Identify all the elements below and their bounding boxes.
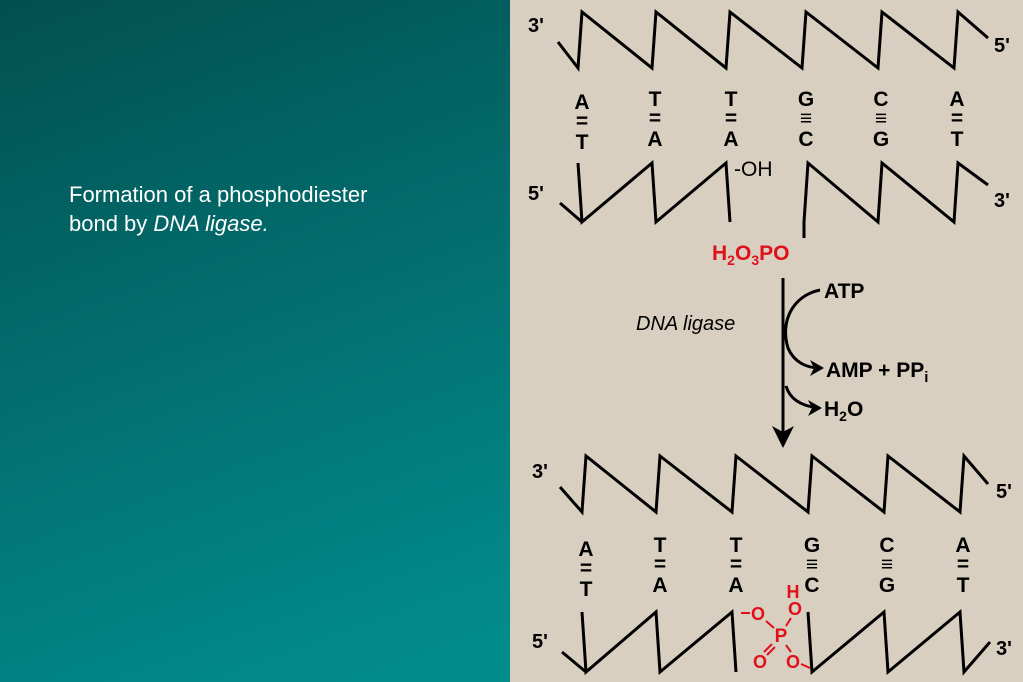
bottom-base-lower-5: G	[879, 574, 895, 597]
top-base-upper-1: A	[574, 91, 589, 114]
product-ppi-sub: i	[924, 369, 928, 386]
top-bond-5: ≡	[875, 107, 887, 130]
caption: Formation of a phosphodiester bond by DN…	[69, 180, 469, 238]
bottom-upper-strand	[558, 452, 990, 516]
reaction-arrowhead	[772, 426, 794, 448]
product-water-o: O	[847, 398, 863, 421]
product-amp-ppi-main: AMP + PP	[826, 359, 924, 382]
linkage-phosphorus: P	[775, 626, 788, 647]
bottom-label-3prime-right: 3'	[996, 638, 1012, 660]
bottom-lower-strand-right	[806, 608, 992, 676]
linkage-double-bond-a	[763, 643, 773, 653]
linkage-bond-p-o	[785, 644, 792, 653]
top-label-5prime-right: 5'	[994, 35, 1010, 57]
bottom-bond-1: =	[580, 557, 592, 580]
bottom-label-5prime-right: 5'	[996, 481, 1012, 503]
top-base-upper-2: T	[649, 88, 662, 111]
product-water: H2O	[824, 398, 863, 424]
phosphate-po: PO	[759, 242, 789, 265]
linkage-oxygen-top: O	[788, 599, 802, 619]
top-lower-strand-left	[576, 159, 732, 226]
bottom-lower-strand-5end	[561, 650, 587, 674]
top-label-5prime-left: 5'	[528, 183, 544, 205]
bottom-base-lower-3: A	[728, 574, 743, 597]
caption-enzyme-name: DNA ligase.	[153, 211, 269, 236]
product-amp-ppi: AMP + PPi	[826, 359, 928, 386]
top-bond-3: =	[725, 107, 737, 130]
bottom-base-lower-6: T	[957, 574, 970, 597]
diagram-panel: 3' 5' 5' 3' A T T G C A = = = ≡ ≡ = T A …	[510, 0, 1023, 682]
top-lower-strand-5end	[559, 201, 583, 224]
product-water-h: H	[824, 398, 839, 421]
bottom-lower-strand-left	[580, 608, 738, 676]
bottom-label-5prime-left: 5'	[532, 631, 548, 653]
phosphate-o: O	[735, 242, 751, 265]
top-duplex: 3' 5' 5' 3' A T T G C A = = = ≡ ≡ = T A …	[528, 8, 1010, 268]
caption-line-1: Formation of a phosphodiester	[69, 182, 368, 207]
phosphate-group: H2O3PO	[712, 242, 789, 268]
caption-line-2: bond by DNA ligase.	[69, 209, 469, 238]
water-arrowhead	[808, 400, 822, 416]
top-upper-strand	[556, 8, 989, 73]
hydroxyl-group: -OH	[734, 158, 773, 181]
top-label-3prime-right: 3'	[994, 190, 1010, 212]
bottom-base-upper-6: A	[955, 534, 970, 557]
top-base-upper-3: T	[725, 88, 738, 111]
bottom-base-upper-4: G	[804, 534, 820, 557]
dna-ligase-diagram: 3' 5' 5' 3' A T T G C A = = = ≡ ≡ = T A …	[528, 8, 1012, 676]
top-label-3prime-left: 3'	[528, 15, 544, 37]
bottom-base-lower-2: A	[652, 574, 667, 597]
bottom-bond-6: =	[957, 553, 969, 576]
bottom-bond-4: ≡	[806, 553, 818, 576]
reaction-step: DNA ligase ATP AMP + PPi H2O	[636, 278, 928, 448]
top-base-lower-2: A	[647, 128, 662, 151]
linkage-oxygen-right: O	[786, 652, 800, 672]
top-base-upper-6: A	[949, 88, 964, 111]
top-bond-1: =	[576, 110, 588, 133]
linkage-oxygen-bottom: O	[753, 652, 767, 672]
bottom-label-3prime-left: 3'	[532, 461, 548, 483]
bottom-bond-2: =	[654, 553, 666, 576]
top-bond-6: =	[951, 107, 963, 130]
atp-input-curve	[784, 288, 821, 370]
phosphate-sub-3: 3	[751, 252, 759, 268]
linkage-hydrogen: H	[787, 582, 800, 602]
amp-arrowhead	[810, 360, 824, 376]
enzyme-label: DNA ligase	[636, 313, 735, 335]
top-base-lower-6: T	[951, 128, 964, 151]
top-base-upper-4: G	[798, 88, 814, 111]
phosphate-h: H	[712, 242, 727, 265]
product-water-sub: 2	[839, 408, 847, 424]
linkage-bond-right	[800, 663, 811, 669]
phosphate-sub-2: 2	[727, 252, 735, 268]
top-base-upper-5: C	[873, 88, 888, 111]
top-base-lower-3: A	[723, 128, 738, 151]
top-base-lower-5: G	[873, 128, 889, 151]
top-lower-strand-right	[802, 159, 989, 226]
caption-prefix: bond by	[69, 211, 154, 236]
reactant-atp: ATP	[824, 280, 864, 303]
top-bond-2: =	[649, 107, 661, 130]
linkage-bond-o-p	[765, 620, 775, 629]
bottom-base-lower-1: T	[580, 578, 593, 601]
bottom-bond-5: ≡	[881, 553, 893, 576]
phosphodiester-linkage: O P O H O O	[741, 582, 811, 672]
bottom-bond-3: =	[730, 553, 742, 576]
bottom-duplex: 3' 5' 5' 3' A T T G C A = = = ≡ ≡ = T A …	[532, 452, 1012, 676]
top-bond-4: ≡	[800, 107, 812, 130]
bottom-base-upper-2: T	[654, 534, 667, 557]
bottom-base-lower-4: C	[804, 574, 819, 597]
bottom-base-upper-3: T	[730, 534, 743, 557]
linkage-double-bond-b	[766, 646, 776, 656]
top-base-lower-4: C	[798, 128, 813, 151]
bottom-base-upper-1: A	[578, 538, 593, 561]
top-base-lower-1: T	[576, 131, 589, 154]
bottom-base-upper-5: C	[879, 534, 894, 557]
linkage-bond-p-oh	[785, 617, 792, 627]
linkage-oxygen-left: O	[751, 604, 765, 624]
